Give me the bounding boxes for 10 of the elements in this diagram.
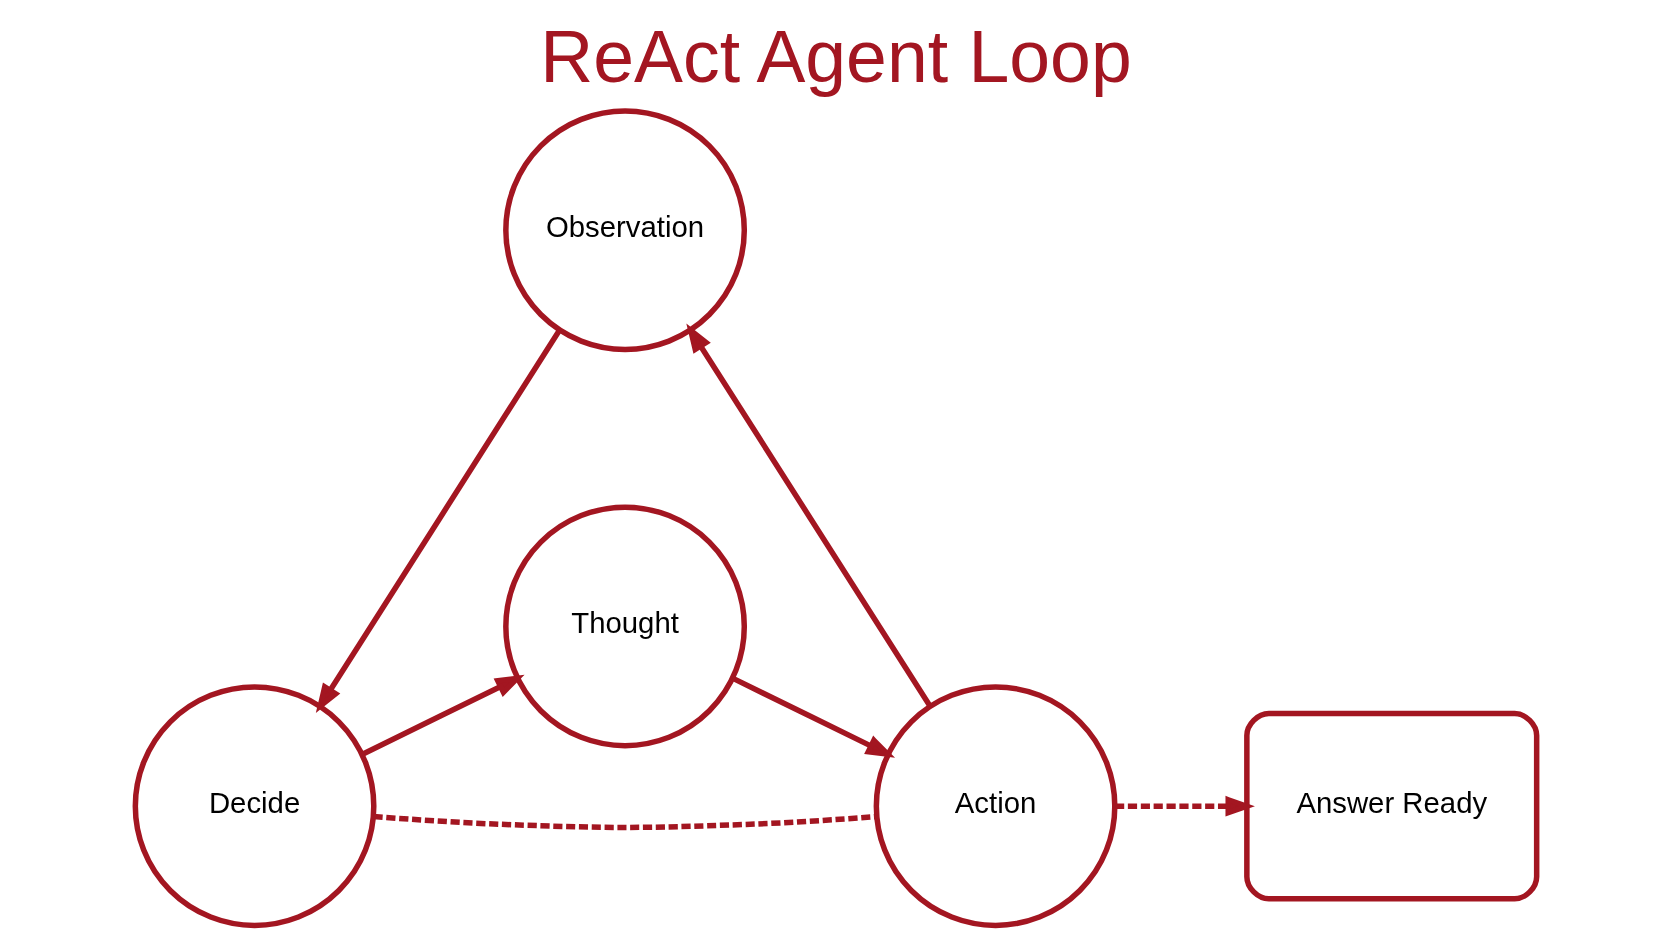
node-box: Answer Ready	[1244, 710, 1540, 902]
connector	[373, 813, 877, 831]
arrow	[315, 328, 562, 713]
node-circle: Action	[873, 684, 1118, 929]
arrow	[1115, 795, 1255, 817]
arrow	[686, 323, 933, 708]
diagram-title: ReAct Agent Loop	[540, 15, 1132, 98]
node-circle: Thought	[503, 504, 748, 749]
arrow	[731, 675, 896, 758]
arrow	[360, 674, 525, 757]
